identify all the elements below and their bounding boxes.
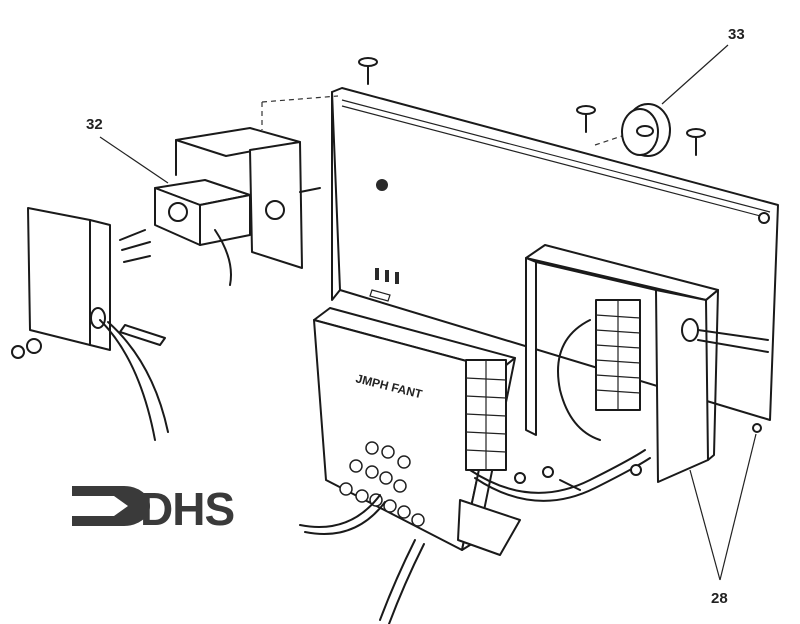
dhs-logo-mark bbox=[72, 486, 150, 526]
timer-motor-32 bbox=[154, 179, 251, 286]
callout-28: 28 bbox=[711, 590, 728, 607]
callout-line-28b bbox=[719, 433, 757, 581]
callout-line-28a bbox=[689, 469, 721, 581]
callout-line-33 bbox=[661, 44, 729, 105]
callout-33: 33 bbox=[728, 26, 745, 43]
mounting-bracket bbox=[175, 127, 321, 269]
left-cover bbox=[27, 207, 169, 441]
terminal-strip-right bbox=[595, 299, 641, 411]
dial-knob-33 bbox=[621, 103, 671, 157]
callout-32: 32 bbox=[86, 116, 103, 133]
screw-top-left bbox=[358, 57, 378, 85]
junction-box bbox=[525, 244, 769, 483]
callout-line-32 bbox=[99, 136, 169, 184]
nut-washer bbox=[11, 338, 42, 359]
dhs-logo-text: DHS bbox=[140, 483, 235, 535]
screw-top-mid bbox=[576, 105, 596, 133]
front-control-panel: JMPH FANT bbox=[313, 307, 521, 556]
screw-top-right bbox=[686, 128, 706, 156]
